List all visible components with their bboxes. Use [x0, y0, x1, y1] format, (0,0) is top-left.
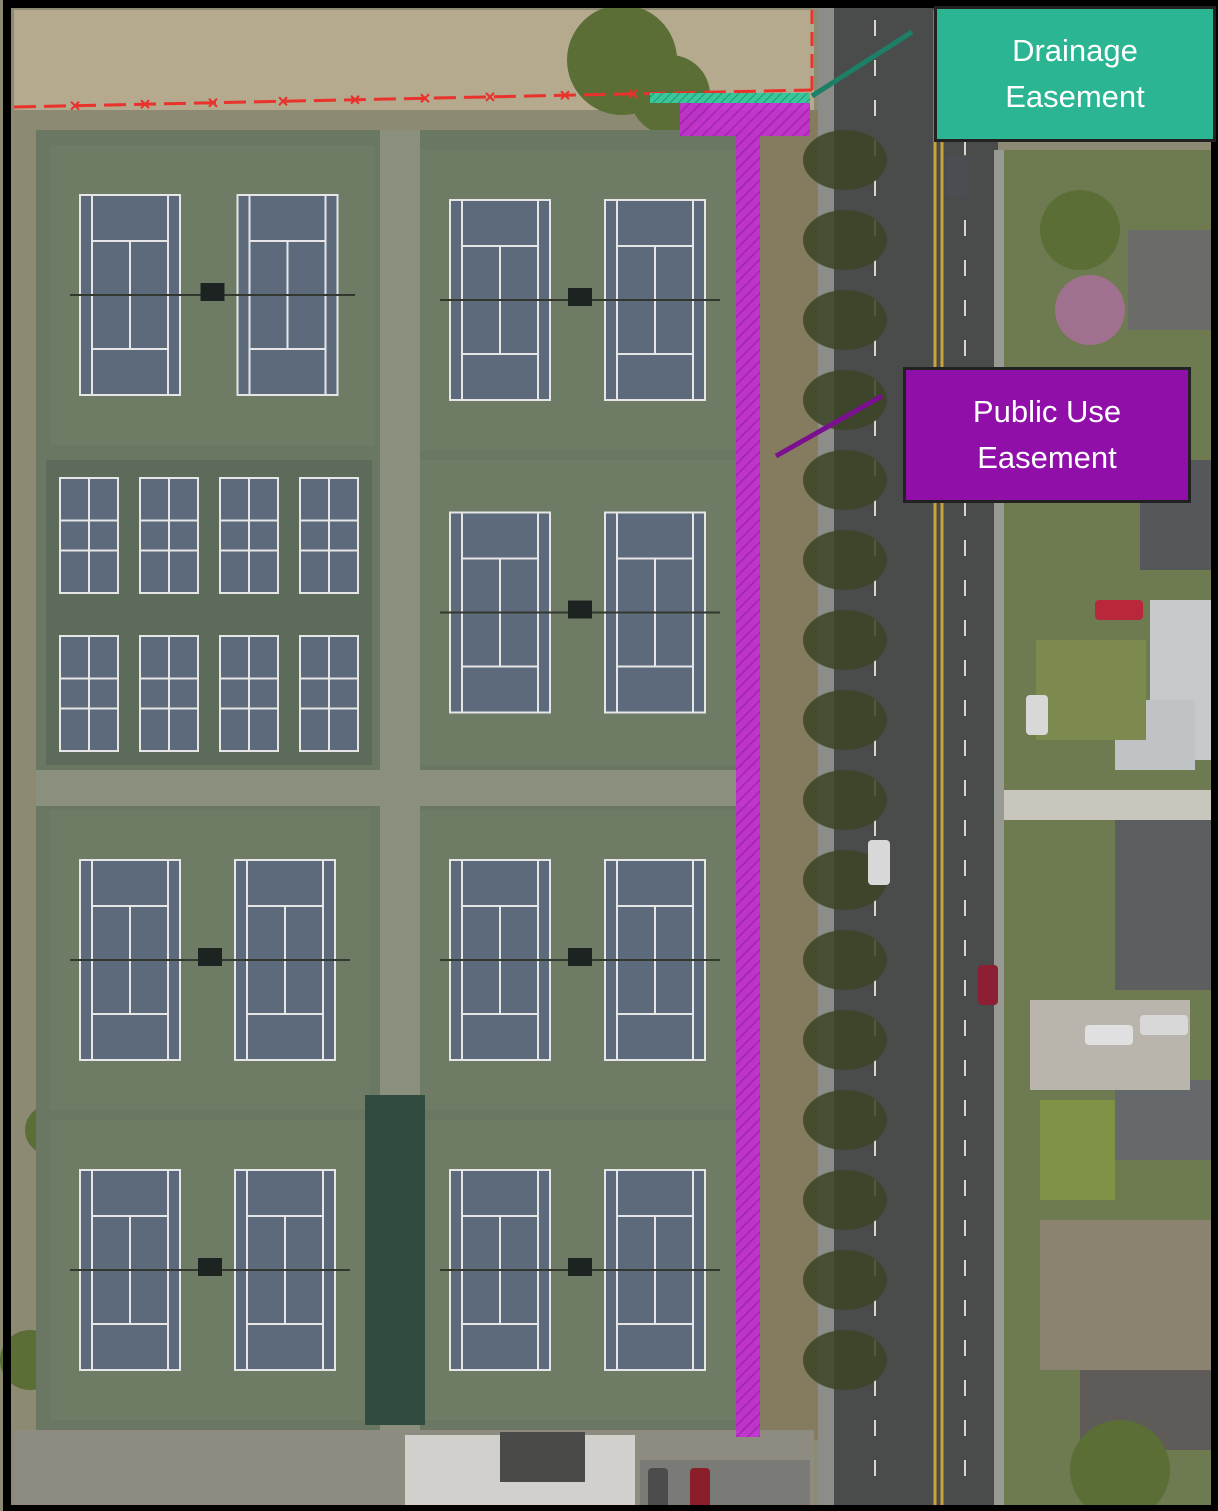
front-lawn	[1036, 640, 1146, 740]
drainage-label-line1: Drainage	[1012, 33, 1138, 68]
court-block	[420, 150, 740, 450]
drainage-easement	[650, 93, 810, 103]
drainage-easement-callout: Drainage Easement	[934, 6, 1216, 142]
public-use-leader	[774, 393, 884, 459]
side-street	[1004, 790, 1218, 820]
public-use-easement	[680, 103, 810, 1437]
public-use-easement-callout: Public Use Easement	[903, 367, 1191, 503]
pickleball-courts	[59, 477, 359, 752]
public-use-label-line2: Easement	[977, 440, 1117, 475]
court-block	[420, 810, 740, 1110]
cross-walkway	[36, 770, 756, 806]
tennis-courts	[50, 145, 740, 1420]
map-frame	[3, 0, 1218, 1511]
shade-structure	[365, 1095, 425, 1425]
public-use-label-line1: Public Use	[972, 394, 1122, 429]
drainage-leader	[810, 29, 914, 99]
parking	[640, 1460, 810, 1511]
car-icon	[648, 155, 1188, 1508]
road-curb-east	[994, 150, 1004, 1511]
drainage-label-line2: Easement	[1005, 79, 1145, 114]
court-block	[50, 1120, 370, 1420]
property-line	[13, 10, 814, 111]
court-block	[420, 460, 740, 765]
court-block	[420, 1120, 740, 1420]
tree-canopy-icon	[803, 130, 887, 1390]
construction-lot	[1040, 1220, 1218, 1370]
court-block	[50, 810, 370, 1110]
court-block	[50, 145, 375, 445]
